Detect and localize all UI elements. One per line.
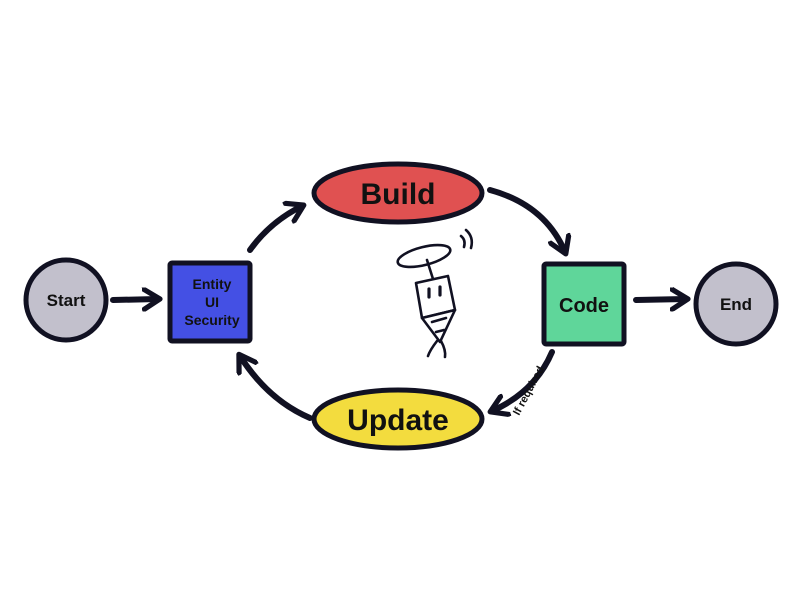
code-node-shape (541, 261, 627, 347)
config-node[interactable]: Entity UI Security (167, 260, 253, 344)
edge-start-to-config (110, 299, 158, 300)
edge-config-to-build (247, 206, 302, 253)
start-node-shape (23, 257, 109, 343)
build-node[interactable]: Build (311, 161, 485, 225)
config-node-line-security: Security (184, 312, 239, 328)
edge-build-to-code (487, 187, 565, 252)
edge-label-if-required: If required (511, 364, 547, 417)
end-node-shape (693, 261, 779, 347)
config-node-line-entity: Entity (193, 276, 232, 292)
edge-code-to-end (633, 299, 686, 300)
end-node-label: End (720, 295, 752, 314)
update-node-label: Update (347, 404, 449, 437)
start-node[interactable]: Start (23, 257, 109, 343)
edge-code-to-update: If required (492, 349, 555, 417)
config-node-line-ui: UI (205, 294, 219, 310)
code-node-label: Code (559, 295, 609, 317)
code-node[interactable]: Code (541, 261, 627, 347)
config-node-shape (167, 260, 253, 344)
update-node[interactable]: Update (311, 387, 485, 451)
end-node[interactable]: End (693, 261, 779, 347)
edge-update-to-config (240, 356, 313, 421)
update-node-shape (311, 387, 485, 451)
build-node-shape (311, 161, 485, 225)
start-node-label: Start (47, 291, 86, 310)
propeller-pencil-robot-icon (396, 228, 474, 359)
build-node-label: Build (361, 178, 436, 211)
